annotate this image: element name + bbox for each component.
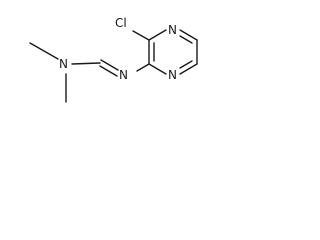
bond-c2-n-imine: [136, 63, 150, 72]
bond-n-imine-ch: [100, 59, 119, 71]
atom-label-n-amine: N: [59, 57, 68, 71]
ring-bond-n1-c2: [148, 63, 167, 75]
atom-label-n-ring-top: N: [168, 23, 177, 37]
ring-bond-n4-c5: [179, 29, 198, 41]
ring-bond-c6-n1: [179, 63, 198, 75]
atom-label-n-ring-bottom: N: [168, 68, 177, 82]
structure-drawing: Cl N N N N: [29, 16, 198, 103]
atom-label-cl: Cl: [115, 16, 127, 30]
bond-ch-n-amine: [71, 62, 101, 65]
ring-bond-c6-n1-inner: [179, 60, 193, 69]
atom-label-n-imine: N: [119, 68, 128, 82]
bond-n-imine-ch-inner: [99, 65, 118, 77]
bond-c3-cl: [132, 30, 150, 41]
ring-bond-n4-c5-inner: [179, 35, 193, 44]
chemical-structure-canvas: Cl N N N N: [0, 0, 216, 132]
ring-bond-c3-n4: [148, 29, 167, 41]
bond-n-amine-methyl-1: [29, 42, 59, 60]
